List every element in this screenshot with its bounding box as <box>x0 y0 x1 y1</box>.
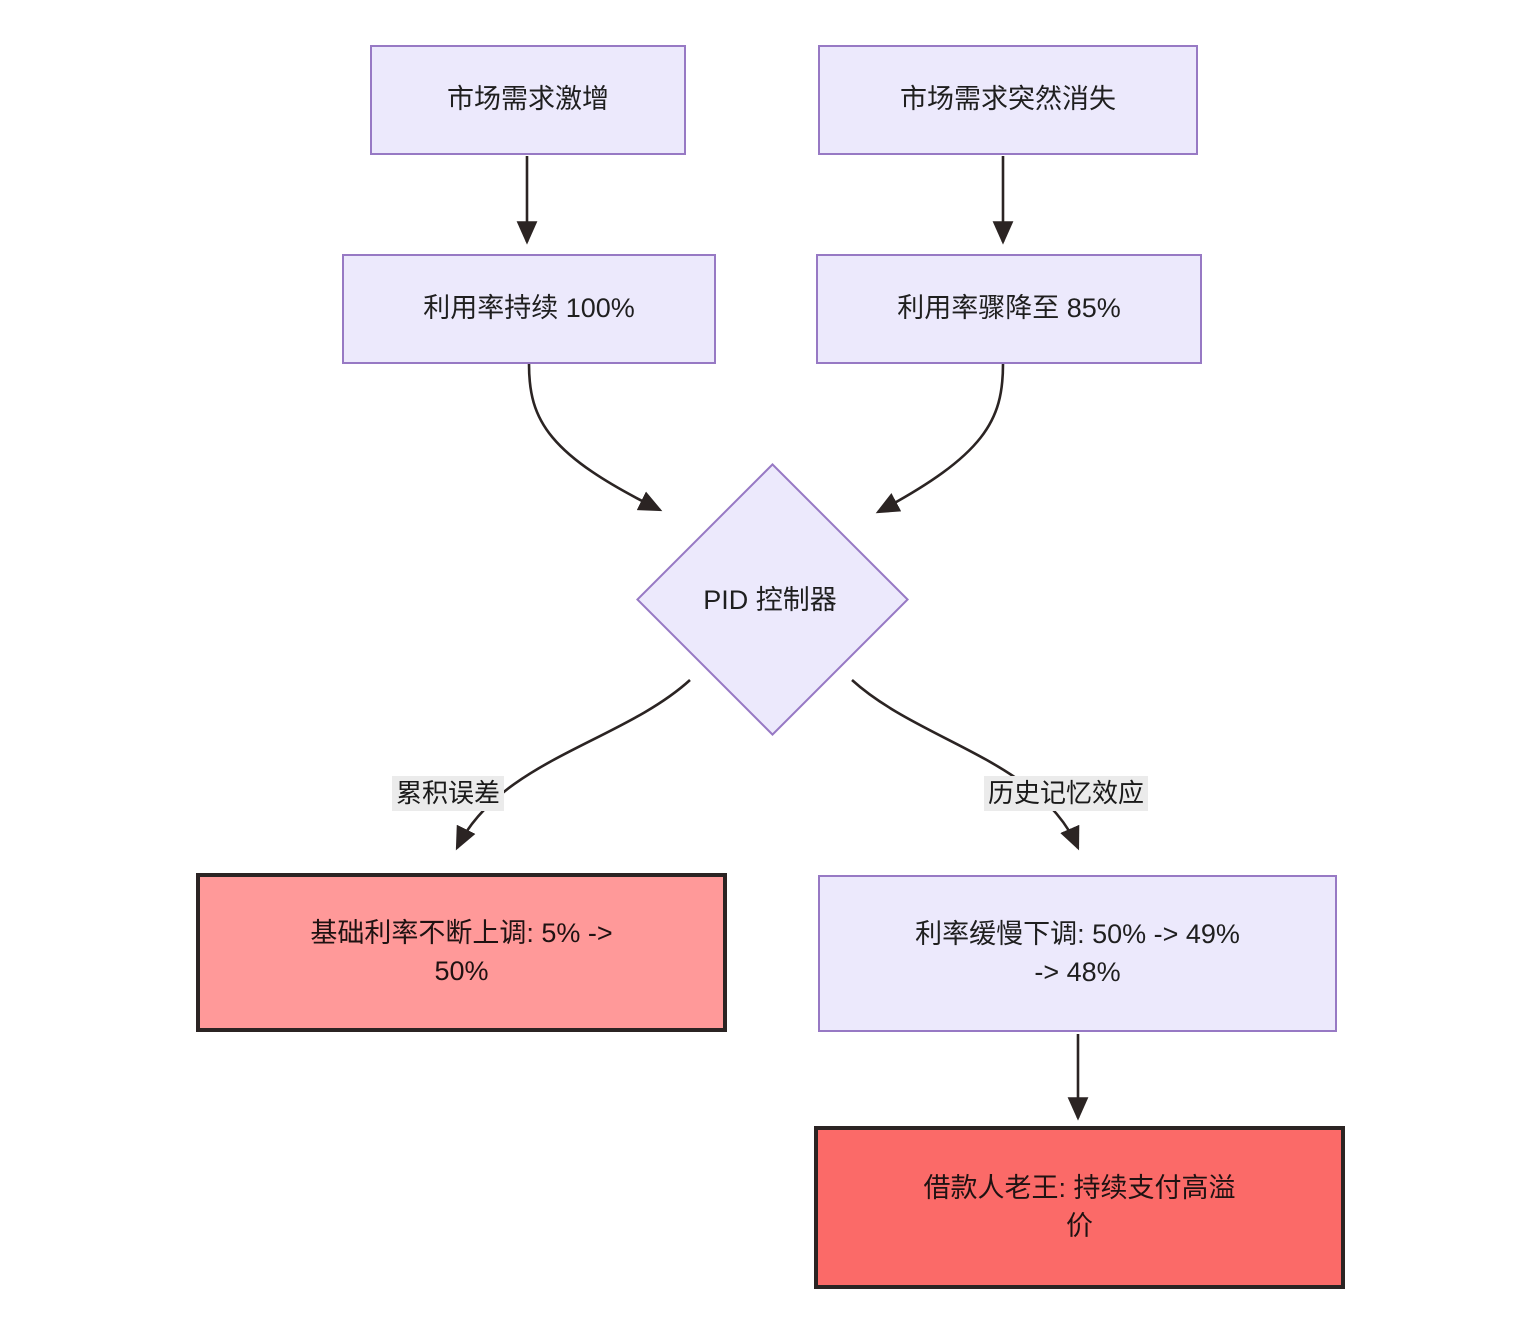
edge-label-history-memory-effect: 历史记忆效应 <box>984 776 1149 812</box>
node-base-rate-up-label: 基础利率不断上调: 5% -> 50% <box>310 918 613 986</box>
edge-label-accumulated-error: 累积误差 <box>392 776 505 812</box>
node-utilization-drop[interactable]: 利用率骤降至 85% <box>816 254 1202 364</box>
node-pid-controller[interactable]: PID 控制器 <box>635 462 909 736</box>
node-demand-surge[interactable]: 市场需求激增 <box>370 45 686 155</box>
node-borrower-laowang-label: 借款人老王: 持续支付高溢 价 <box>923 1173 1236 1241</box>
node-base-rate-up[interactable]: 基础利率不断上调: 5% -> 50% <box>196 873 727 1032</box>
node-utilization-high[interactable]: 利用率持续 100% <box>342 254 716 364</box>
node-borrower-laowang[interactable]: 借款人老王: 持续支付高溢 价 <box>814 1126 1345 1289</box>
node-demand-vanish[interactable]: 市场需求突然消失 <box>818 45 1198 155</box>
node-pid-controller-label: PID 控制器 <box>703 584 837 615</box>
node-utilization-drop-label: 利用率骤降至 85% <box>897 293 1121 324</box>
node-demand-vanish-label: 市场需求突然消失 <box>900 84 1116 115</box>
node-rate-slow-down[interactable]: 利率缓慢下调: 50% -> 49% -> 48% <box>818 875 1337 1032</box>
node-demand-surge-label: 市场需求激增 <box>447 84 609 115</box>
node-utilization-high-label: 利用率持续 100% <box>423 293 635 324</box>
node-rate-slow-down-label: 利率缓慢下调: 50% -> 49% -> 48% <box>915 919 1240 987</box>
